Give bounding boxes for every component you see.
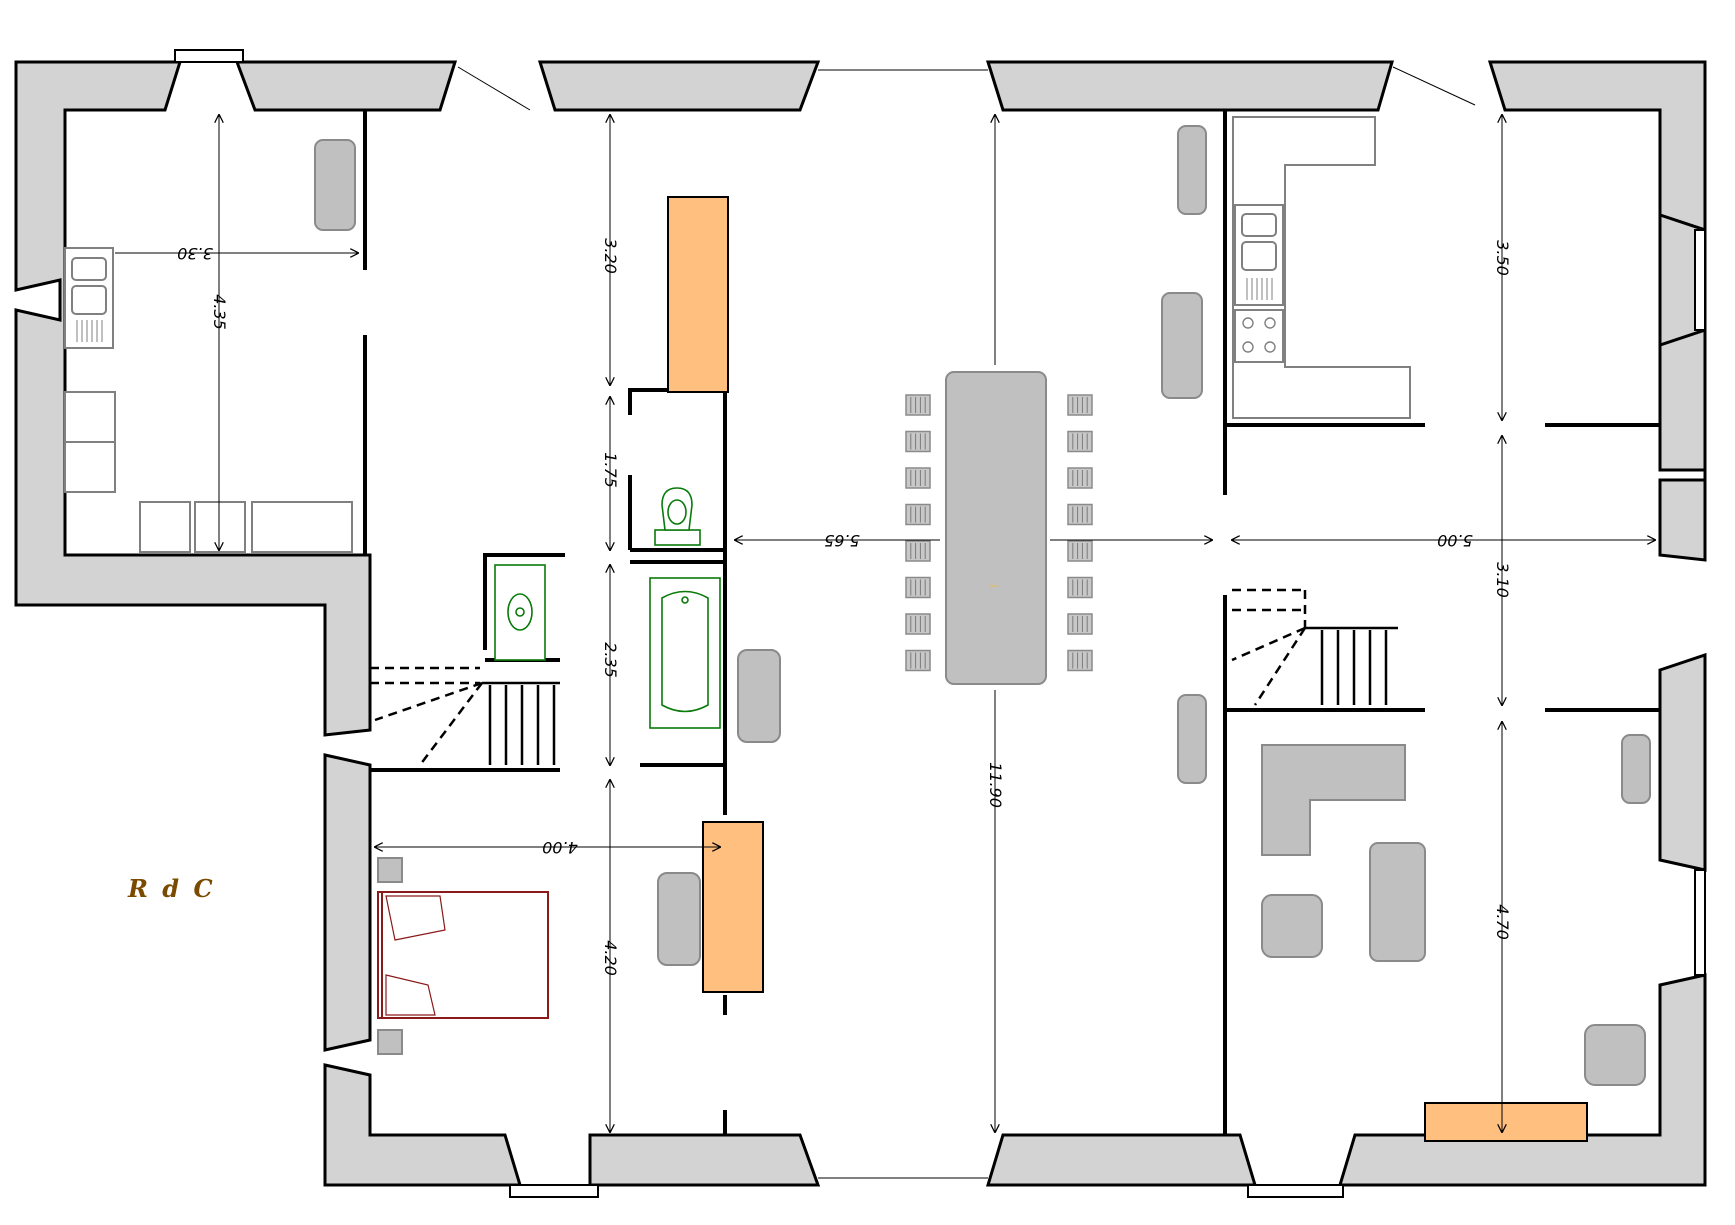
dining-chair <box>905 649 931 672</box>
wall-kitchen-wing <box>14 60 372 737</box>
dim-right-width: 5.00 <box>1437 531 1473 550</box>
dining-chair <box>905 503 931 526</box>
window-bottom-left <box>509 1184 599 1198</box>
wall-bottom-left <box>323 1063 523 1187</box>
wall-right-bottom <box>1337 973 1707 1187</box>
floor-label: R d C <box>127 874 216 903</box>
dining-chair <box>1067 503 1093 526</box>
nightstand-1 <box>377 857 403 883</box>
pillow-1 <box>385 895 446 941</box>
toilet <box>654 487 701 546</box>
dimensions: 3.30 4.35 3.20 1.75 2.35 4.20 4.00 5.65 … <box>115 115 1655 1132</box>
dining-chair <box>1067 540 1093 562</box>
sink-basin-2 <box>71 285 107 315</box>
fridge-right-1 <box>1177 125 1207 215</box>
wall-top-left-2 <box>234 60 458 112</box>
nightstand-2 <box>377 1029 403 1055</box>
washbasin <box>494 564 546 661</box>
dining-chair <box>1067 613 1093 635</box>
door-leaf-top-right <box>1392 66 1476 106</box>
wall-bedroom-left <box>323 753 372 1052</box>
coffee-table <box>1369 842 1426 962</box>
wardrobe-bedroom <box>657 872 701 966</box>
dining-chair <box>905 613 931 635</box>
dim-bedroom-height: 4.20 <box>601 940 620 976</box>
dim-total-length: 11.90 <box>986 762 1005 808</box>
fireplace <box>1424 1102 1588 1142</box>
wall-top-right <box>1487 60 1707 562</box>
dining-chair <box>1067 467 1093 489</box>
bathroom <box>494 196 781 743</box>
dining-chair <box>1067 430 1093 453</box>
dim-bath-height: 2.35 <box>601 642 620 678</box>
kitchen-unit-2 <box>64 441 116 493</box>
kitchen-left <box>64 139 356 553</box>
dim-hall-width: 5.65 <box>824 531 860 550</box>
window-right-upper <box>1694 229 1706 331</box>
cabinet-bath <box>737 649 781 743</box>
dim-wc-height: 1.75 <box>601 452 620 488</box>
cabinet-living <box>1177 694 1207 784</box>
kitchen-unit-4 <box>194 501 246 553</box>
fridge-left <box>314 139 356 231</box>
dining-table <box>945 371 1047 685</box>
window-top-left <box>174 49 244 63</box>
kitchen-right <box>1161 116 1411 419</box>
dim-kitchen-width: 3.30 <box>177 244 213 263</box>
dining-chair <box>1067 394 1093 416</box>
window-bottom-right <box>1247 1184 1344 1198</box>
side-cabinet <box>1621 734 1651 804</box>
stairs-right <box>1231 588 1398 706</box>
kitchen-unit-3 <box>139 501 191 553</box>
dining-chair <box>905 576 931 599</box>
dining-chair <box>905 394 931 416</box>
dining-chair <box>905 467 931 489</box>
sink-basin-1 <box>71 257 107 281</box>
exterior-walls <box>14 49 1707 1198</box>
wall-top-middle-right <box>985 60 1394 112</box>
wall-right-lower <box>1658 652 1707 872</box>
dim-kitchen-depth: 4.35 <box>210 294 229 330</box>
dim-kitchen-right-height: 3.50 <box>1493 240 1512 276</box>
dining-chair <box>1067 649 1093 672</box>
dim-top-left-room: 3.20 <box>601 238 620 274</box>
cooktop <box>1234 309 1284 363</box>
dining-chair <box>1067 576 1093 599</box>
dining-chair <box>905 540 931 562</box>
corner-sofa <box>1261 744 1406 856</box>
dining-chair <box>905 430 931 453</box>
wall-top-middle-left <box>537 60 821 112</box>
kitchen-unit-5 <box>251 501 353 553</box>
chairs-right <box>1067 394 1093 672</box>
armchair-1 <box>1261 894 1323 958</box>
wall-bottom-middle-right <box>985 1133 1258 1187</box>
wall-bottom-middle-left <box>588 1133 821 1187</box>
wall-washroom <box>483 553 565 650</box>
door-leaf-top-left <box>457 66 531 111</box>
cupboard-top <box>667 196 729 393</box>
pillow-2 <box>385 974 436 1016</box>
living-room <box>1177 694 1651 1142</box>
armchair-2 <box>1584 1024 1646 1086</box>
dim-bedroom-width: 4.00 <box>542 838 578 857</box>
doors-and-thin-walls <box>363 66 1660 1179</box>
dim-living-height: 4.70 <box>1493 904 1512 940</box>
kitchen-unit-1 <box>64 391 116 443</box>
chairs-left <box>905 394 931 672</box>
dim-hall-right-height: 3.10 <box>1493 562 1512 598</box>
dining <box>905 371 1093 685</box>
fridge-right-2 <box>1161 292 1203 399</box>
window-right-lower <box>1694 869 1706 976</box>
wall-wc-top <box>628 388 725 415</box>
stairs-left <box>370 666 560 766</box>
bathtub <box>649 577 721 729</box>
